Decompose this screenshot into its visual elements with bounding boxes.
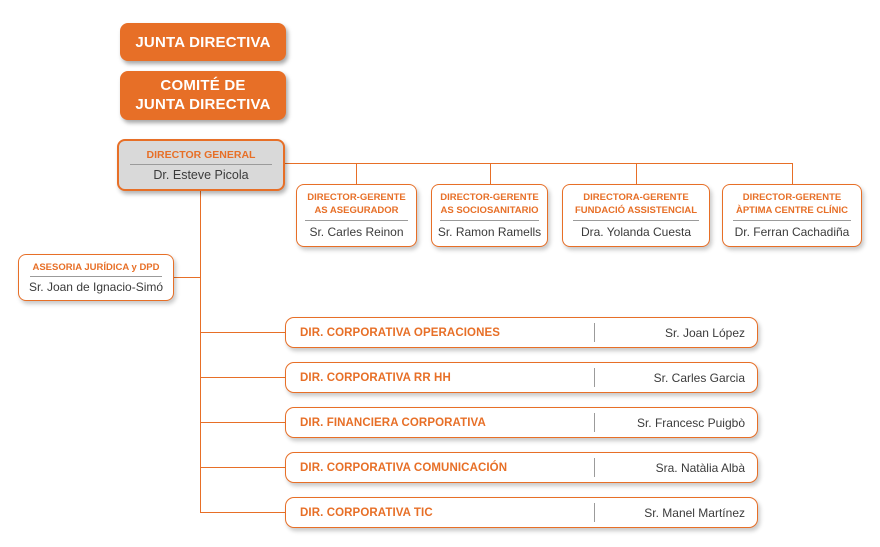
connector-stub-dept-4: [201, 467, 285, 468]
connector-drop-gerente-4: [792, 163, 793, 184]
connector-main-horizontal: [284, 163, 793, 164]
connector-stub-dept-1: [201, 332, 285, 333]
node-dept-financiera: DIR. FINANCIERA CORPORATIVA Sr. Francesc…: [285, 407, 758, 438]
connector-stub-asesoria: [174, 277, 200, 278]
dept-divider: [594, 323, 595, 342]
title-name-divider: [732, 220, 852, 222]
dept-divider: [594, 503, 595, 522]
dept-divider: [594, 458, 595, 477]
node-title-line2: JUNTA DIRECTIVA: [135, 95, 271, 113]
node-name: Sr. Ramon Ramells: [437, 225, 542, 240]
title-name-divider: [130, 163, 272, 165]
connector-stub-dept-3: [201, 422, 285, 423]
dept-name: Sra. Natàlia Albà: [655, 460, 745, 475]
node-title: DIRECTOR GENERAL: [146, 148, 256, 161]
dept-title: DIR. CORPORATIVA RR HH: [300, 371, 451, 384]
node-name: Dra. Yolanda Cuesta: [580, 225, 692, 240]
connector-stub-dept-5: [201, 512, 285, 513]
title-name-divider: [440, 220, 539, 222]
connector-vertical-spine: [200, 191, 201, 513]
dept-name: Sr. Francesc Puigbò: [636, 415, 745, 430]
connector-drop-gerente-1: [356, 163, 357, 184]
node-dept-comunicacion: DIR. CORPORATIVA COMUNICACIÓN Sra. Natàl…: [285, 452, 758, 483]
connector-stub-dept-2: [201, 377, 285, 378]
node-title: JUNTA DIRECTIVA: [135, 33, 271, 51]
dept-title: DIR. CORPORATIVA COMUNICACIÓN: [300, 461, 508, 474]
node-comite-junta-directiva: COMITÉ DE JUNTA DIRECTIVA: [120, 71, 286, 120]
dept-name: Sr. Manel Martínez: [644, 505, 745, 520]
node-title: ASESORIA JURÍDICA y DPD: [32, 261, 160, 273]
node-name: Dr. Ferran Cachadiña: [734, 225, 850, 240]
title-name-divider: [305, 220, 408, 222]
dept-name: Sr. Carles Garcia: [653, 370, 745, 385]
dept-name: Sr. Joan López: [664, 325, 745, 340]
title-name-divider: [29, 275, 163, 277]
dept-title: DIR. FINANCIERA CORPORATIVA: [300, 416, 486, 429]
node-dept-tic: DIR. CORPORATIVA TIC Sr. Manel Martínez: [285, 497, 758, 528]
node-dept-operaciones: DIR. CORPORATIVA OPERACIONES Sr. Joan Ló…: [285, 317, 758, 348]
connector-drop-gerente-2: [490, 163, 491, 184]
node-name: Sr. Joan de Ignacio-Simó: [28, 279, 164, 294]
node-dept-rrhh: DIR. CORPORATIVA RR HH Sr. Carles Garcia: [285, 362, 758, 393]
node-title-line1: COMITÉ DE: [160, 76, 246, 94]
node-junta-directiva: JUNTA DIRECTIVA: [120, 23, 286, 61]
node-asesoria-juridica: ASESORIA JURÍDICA y DPD Sr. Joan de Igna…: [18, 254, 174, 301]
connector-drop-gerente-3: [636, 163, 637, 184]
node-name: Dr. Esteve Picola: [153, 167, 249, 182]
dept-divider: [594, 368, 595, 387]
title-name-divider: [573, 220, 699, 222]
dept-title: DIR. CORPORATIVA OPERACIONES: [300, 326, 501, 339]
node-name: Sr. Carles Reinon: [309, 225, 404, 240]
node-director-general: DIRECTOR GENERAL Dr. Esteve Picola: [117, 139, 285, 191]
dept-divider: [594, 413, 595, 432]
dept-title: DIR. CORPORATIVA TIC: [300, 506, 433, 519]
